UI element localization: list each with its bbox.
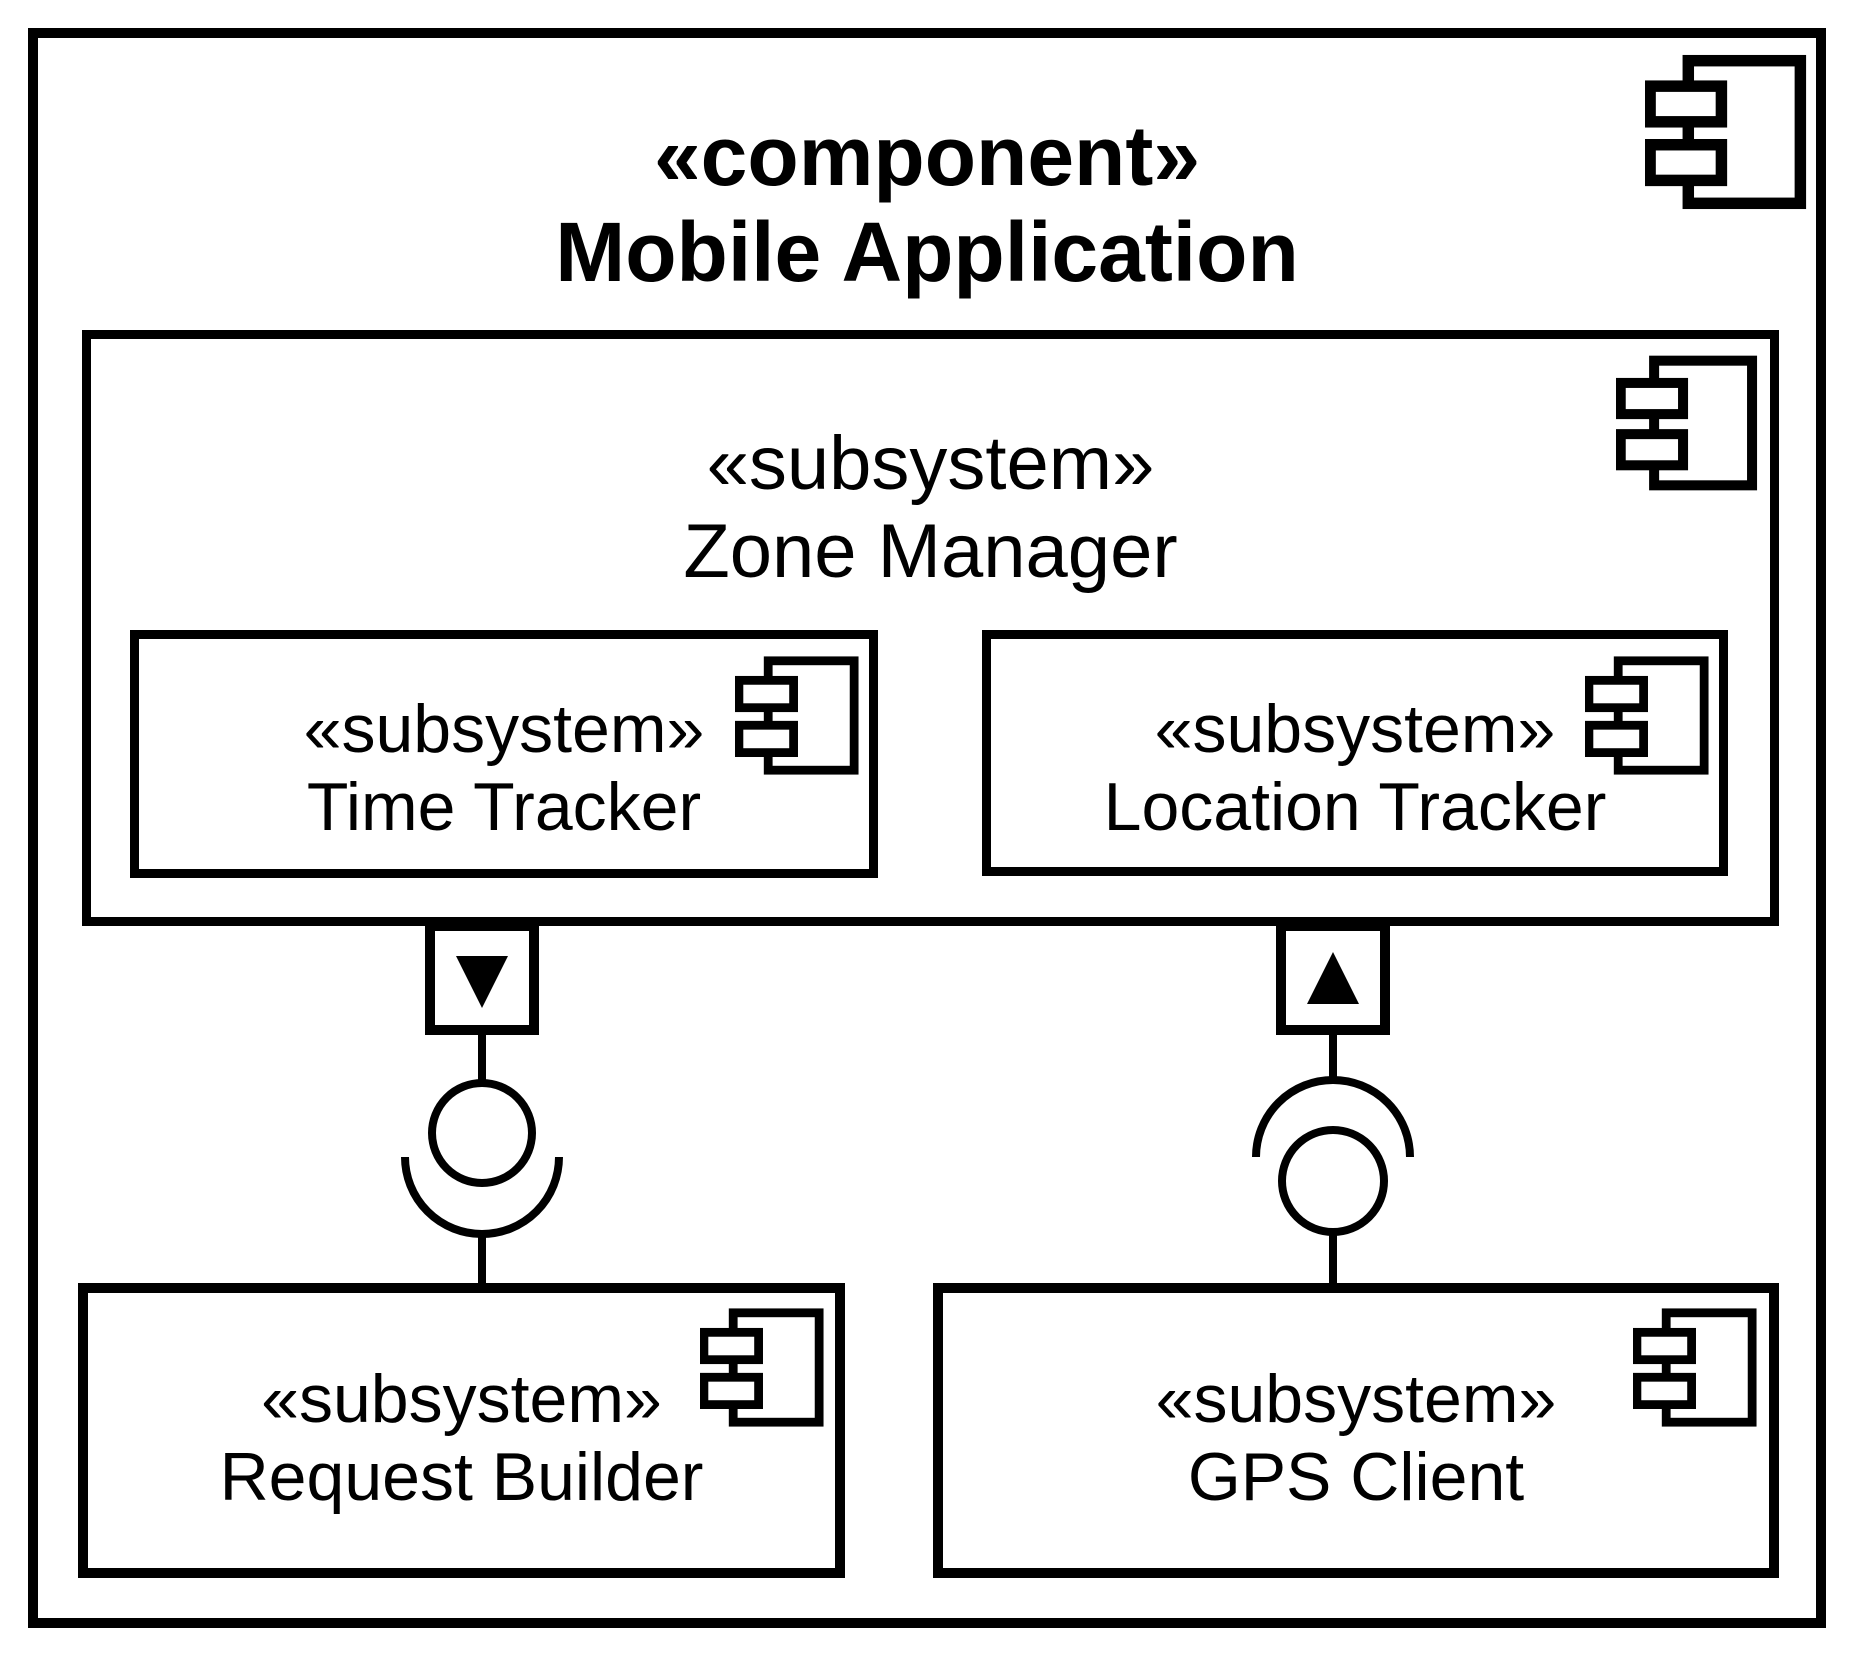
location-tracker-name: Location Tracker [1103,769,1607,845]
mobile-application-title: «component» Mobile Application [28,108,1826,300]
subsystem-zone-manager-box [82,330,1779,926]
provided-interface-ball-icon [428,1079,536,1187]
request-builder-stereotype: «subsystem» [261,1361,662,1437]
time-tracker-title: «subsystem» Time Tracker [130,690,878,846]
zone-manager-name: Zone Manager [683,509,1178,594]
mobile-application-stereotype: «component» [653,109,1201,203]
gps-client-stereotype: «subsystem» [1155,1361,1557,1437]
component-icon [735,656,859,775]
mobile-application-name: Mobile Application [555,205,1299,299]
component-mobile-application-box [28,28,1826,1628]
request-builder-title: «subsystem» Request Builder [78,1360,845,1516]
component-icon [1585,656,1709,775]
gps-client-title: «subsystem» GPS Client [933,1360,1779,1516]
location-tracker-stereotype: «subsystem» [1154,691,1556,767]
provided-interface-ball-icon [1278,1126,1388,1236]
arrow-up-icon [1307,952,1359,1004]
gps-client-name: GPS Client [1187,1439,1525,1515]
subsystem-time-tracker-box [130,630,878,878]
zone-manager-title: «subsystem» Zone Manager [82,420,1779,596]
component-icon [1616,355,1758,491]
time-tracker-stereotype: «subsystem» [303,691,705,767]
arrow-down-icon [456,956,508,1008]
subsystem-gps-client-box [933,1283,1779,1578]
subsystem-request-builder-box [78,1283,845,1578]
component-icon [700,1308,824,1427]
component-icon [1645,54,1807,210]
required-interface-socket-icon [1252,1076,1414,1158]
zone-manager-stereotype: «subsystem» [706,421,1155,506]
location-tracker-title: «subsystem» Location Tracker [982,690,1728,846]
subsystem-location-tracker-box [982,630,1728,876]
time-tracker-name: Time Tracker [306,769,702,845]
request-builder-name: Request Builder [219,1439,704,1515]
component-icon [1633,1308,1757,1427]
